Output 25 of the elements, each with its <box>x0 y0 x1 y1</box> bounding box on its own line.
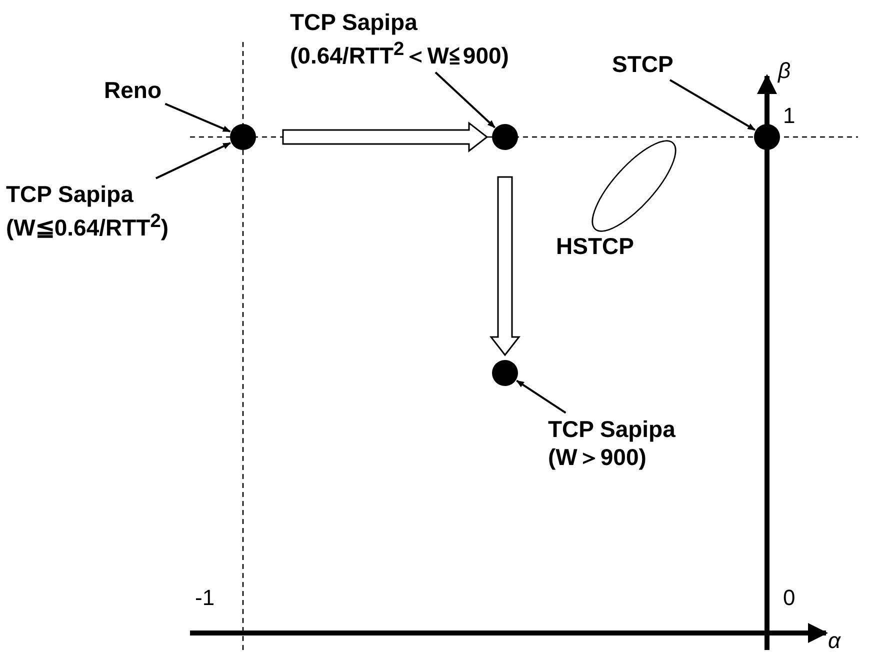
leader-arrow <box>669 79 756 131</box>
point-label: TCP Sapipa <box>290 8 418 36</box>
point-label: (0.64/RTT$^{2}$＜W≦900) <box>290 38 509 70</box>
leader-arrow <box>434 72 496 128</box>
point-label: (W＞900) <box>548 443 648 471</box>
tick-label: -1 <box>195 585 215 611</box>
data-point-dot <box>754 124 780 150</box>
axis-label: α <box>828 628 841 652</box>
data-point-dot <box>492 124 518 150</box>
curve-label: HSTCP <box>556 232 634 260</box>
data-point-dot <box>230 124 256 150</box>
point-label: TCP Sapipa <box>6 180 134 208</box>
tick-label: 0 <box>783 585 796 611</box>
axis-label: β <box>778 58 791 84</box>
tick-label: 1 <box>783 103 796 129</box>
hollow-arrow <box>282 121 488 153</box>
leader-arrow <box>164 102 231 132</box>
leader-arrow <box>516 380 566 414</box>
point-label: STCP <box>612 50 674 78</box>
point-label: (W≦0.64/RTT$^{2}$) <box>6 210 169 242</box>
point-label: TCP Sapipa <box>548 415 676 443</box>
data-point-dot <box>492 360 518 386</box>
leader-arrow <box>156 142 232 180</box>
hollow-arrow <box>489 176 521 356</box>
point-label: Reno <box>104 76 162 104</box>
